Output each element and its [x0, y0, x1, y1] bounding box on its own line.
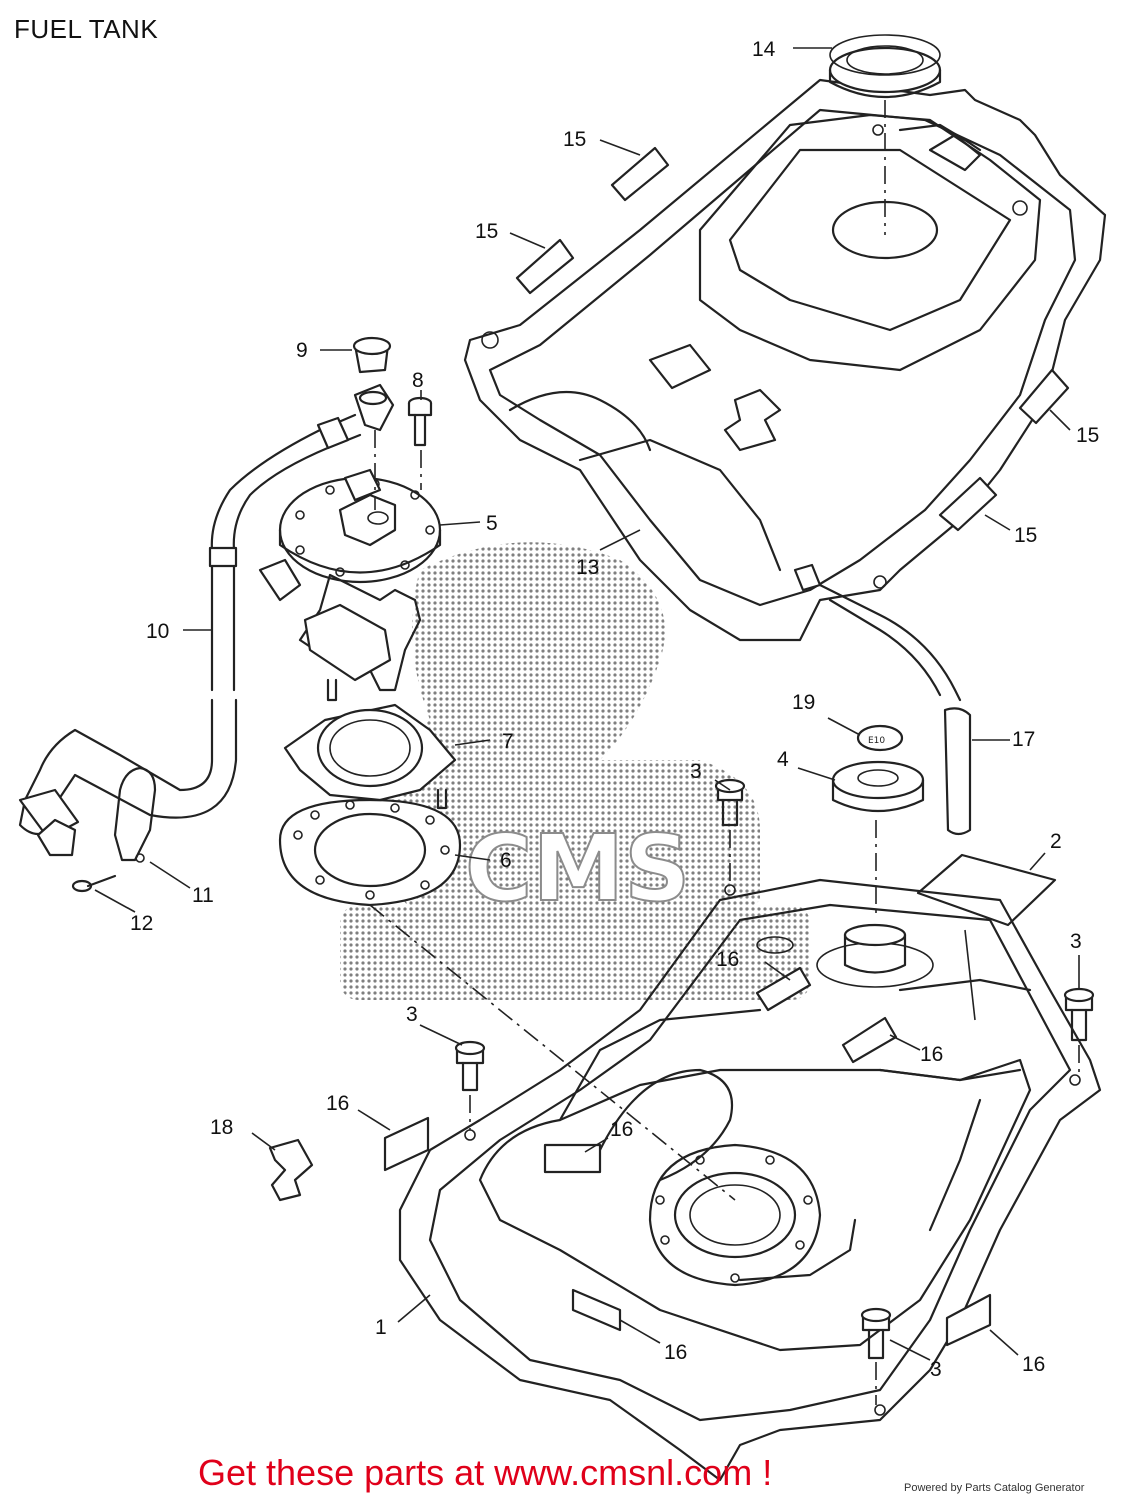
svg-text:E10: E10	[868, 736, 885, 746]
part-label-8: 8	[412, 369, 424, 392]
part-label-3: 3	[406, 1003, 418, 1026]
part-label-15: 15	[563, 128, 586, 151]
part-label-19: 19	[792, 691, 815, 714]
part-label-2: 2	[1050, 830, 1062, 853]
part-label-14: 14	[752, 38, 776, 61]
watermark-text: CMS	[465, 815, 690, 922]
part-label-9: 9	[296, 339, 308, 362]
powered-by-note: Powered by Parts Catalog Generator	[904, 1482, 1085, 1494]
part-label-15: 15	[1076, 424, 1099, 447]
grommet-4	[831, 760, 925, 813]
damper-pads-15	[515, 146, 1070, 532]
part-label-16: 16	[610, 1118, 633, 1141]
gasket-7	[283, 678, 457, 810]
part-label-16: 16	[1022, 1353, 1045, 1376]
shop-link-banner[interactable]: Get these parts at www.cmsnl.com !	[198, 1452, 773, 1493]
bolt-3b	[1063, 987, 1095, 1042]
part-label-11: 11	[192, 884, 214, 907]
pump-plate-6	[278, 798, 462, 907]
part-label-15: 15	[475, 220, 498, 243]
part-label-3: 3	[930, 1358, 942, 1381]
part-label-16: 16	[664, 1341, 687, 1364]
part-label-3: 3	[690, 760, 702, 783]
part-label-16: 16	[326, 1092, 349, 1115]
upper-tank-cover	[463, 78, 1107, 642]
bolt-3a	[714, 778, 746, 827]
fuel-pump-assembly	[258, 468, 442, 692]
breather-hose	[818, 583, 972, 836]
bolt-3c	[454, 1040, 486, 1092]
part-labels: 14 15 15 15 15 13 9 8 5 10 7 6 11 12 19 …	[130, 38, 1099, 1381]
hose-clamp-11	[113, 766, 157, 863]
clip-18	[268, 1138, 314, 1202]
part-label-12: 12	[130, 912, 153, 935]
hose-fitting	[353, 383, 395, 432]
part-label-13: 13	[576, 556, 599, 579]
part-label-17: 17	[1012, 728, 1035, 751]
lower-fuel-tank	[398, 878, 1102, 1482]
screw-8	[407, 396, 433, 447]
part-label-16: 16	[716, 948, 739, 971]
leader-lines	[94, 47, 1080, 1361]
part-label-5: 5	[486, 512, 498, 535]
filler-cap-seal	[828, 34, 942, 98]
diagram-title: FUEL TANK	[14, 14, 159, 44]
part-label-15: 15	[1014, 524, 1037, 547]
part-label-10: 10	[146, 620, 169, 643]
cap-19: E10	[856, 724, 904, 752]
part-label-16: 16	[920, 1043, 943, 1066]
part-label-4: 4	[777, 748, 789, 771]
part-label-7: 7	[502, 730, 514, 753]
part-label-1: 1	[375, 1316, 387, 1339]
fuel-hose-10	[18, 413, 362, 857]
screw-12	[71, 874, 117, 893]
cap-9	[352, 336, 392, 374]
part-label-6: 6	[500, 849, 512, 872]
bolt-3d	[860, 1307, 892, 1360]
warning-label	[916, 853, 1057, 927]
part-label-18: 18	[210, 1116, 233, 1139]
part-label-3: 3	[1070, 930, 1082, 953]
